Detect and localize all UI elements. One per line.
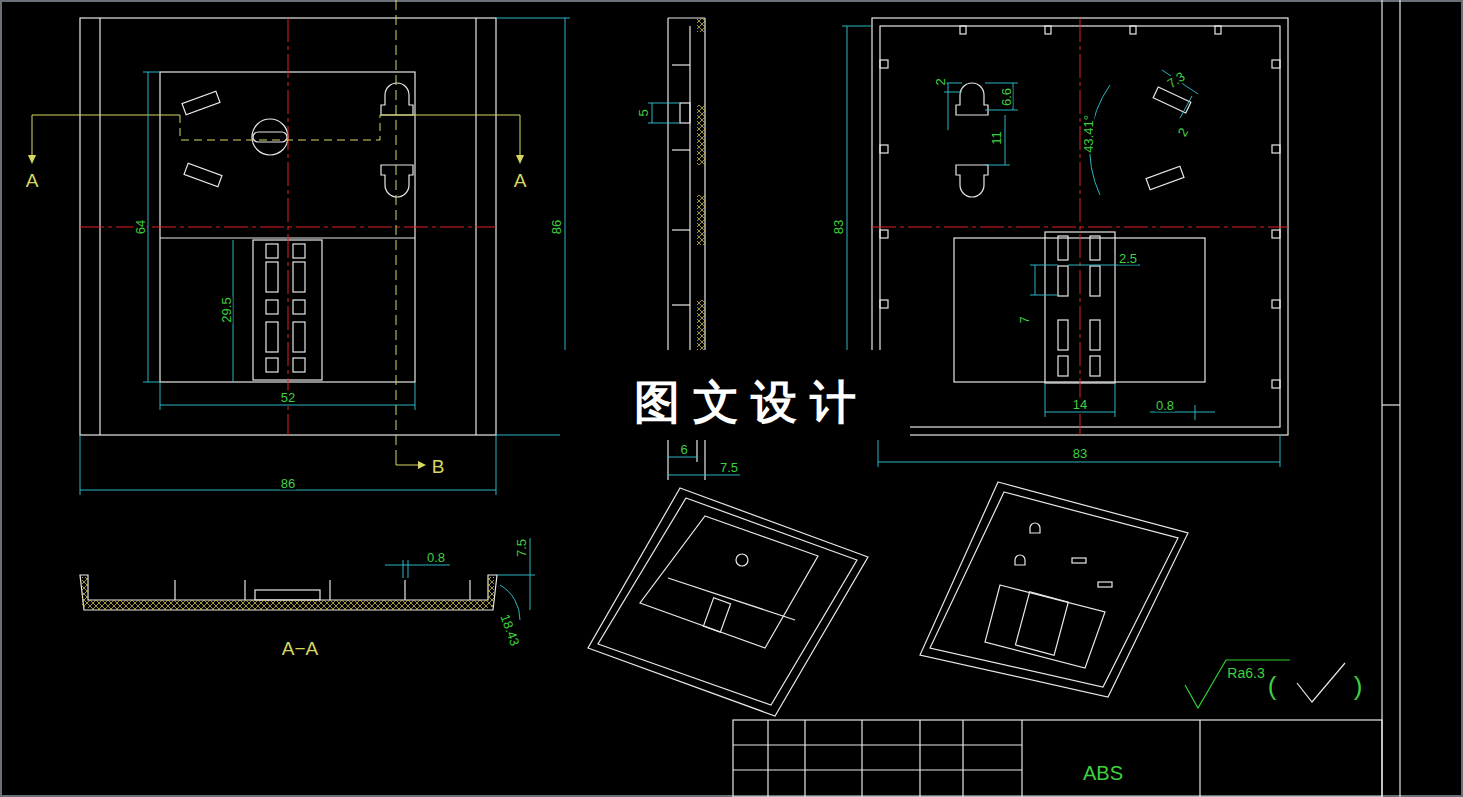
section-mark: A−A <box>281 639 319 658</box>
dimension-value: 0.8 <box>1155 399 1175 412</box>
dimension-value: 18.43 <box>498 612 522 649</box>
dimension-value: 2.5 <box>1118 252 1138 265</box>
dimension-value: 83 <box>1072 447 1088 460</box>
dimension-value: 14 <box>1072 398 1088 411</box>
surface-finish: Ra6.3 <box>1226 666 1265 680</box>
dimension-value: 2 <box>1175 125 1191 139</box>
dimension-value: 86 <box>280 477 296 490</box>
dimension-value: 0.8 <box>426 551 446 564</box>
surface-finish: ( <box>1267 673 1278 699</box>
surface-finish: ) <box>1353 673 1364 699</box>
dimension-value: 7.5 <box>515 538 528 558</box>
section-mark: A <box>513 171 528 190</box>
dimension-value: 7.3 <box>1164 69 1188 91</box>
dimension-value: 7.5 <box>719 461 739 474</box>
section-mark: A <box>25 171 40 190</box>
dimension-value: 6 <box>679 443 688 456</box>
dimension-value: 43.41° <box>1082 114 1095 154</box>
section-mark: B <box>431 457 446 476</box>
dimension-value: 5 <box>637 108 650 117</box>
watermark: 图 文 设 计 <box>633 379 857 425</box>
material-cell: ABS <box>1082 763 1124 783</box>
dimension-value: 29.5 <box>220 296 233 323</box>
dimension-value: 11 <box>990 130 1003 146</box>
dimension-value: 83 <box>832 219 845 235</box>
dimension-value: 6.6 <box>1000 87 1013 107</box>
dimension-value: 52 <box>280 391 296 404</box>
dimension-value: 64 <box>134 219 147 235</box>
dimension-value: 86 <box>550 219 563 235</box>
dimension-value: 7 <box>1018 315 1031 324</box>
dimension-value: 2 <box>934 77 947 86</box>
